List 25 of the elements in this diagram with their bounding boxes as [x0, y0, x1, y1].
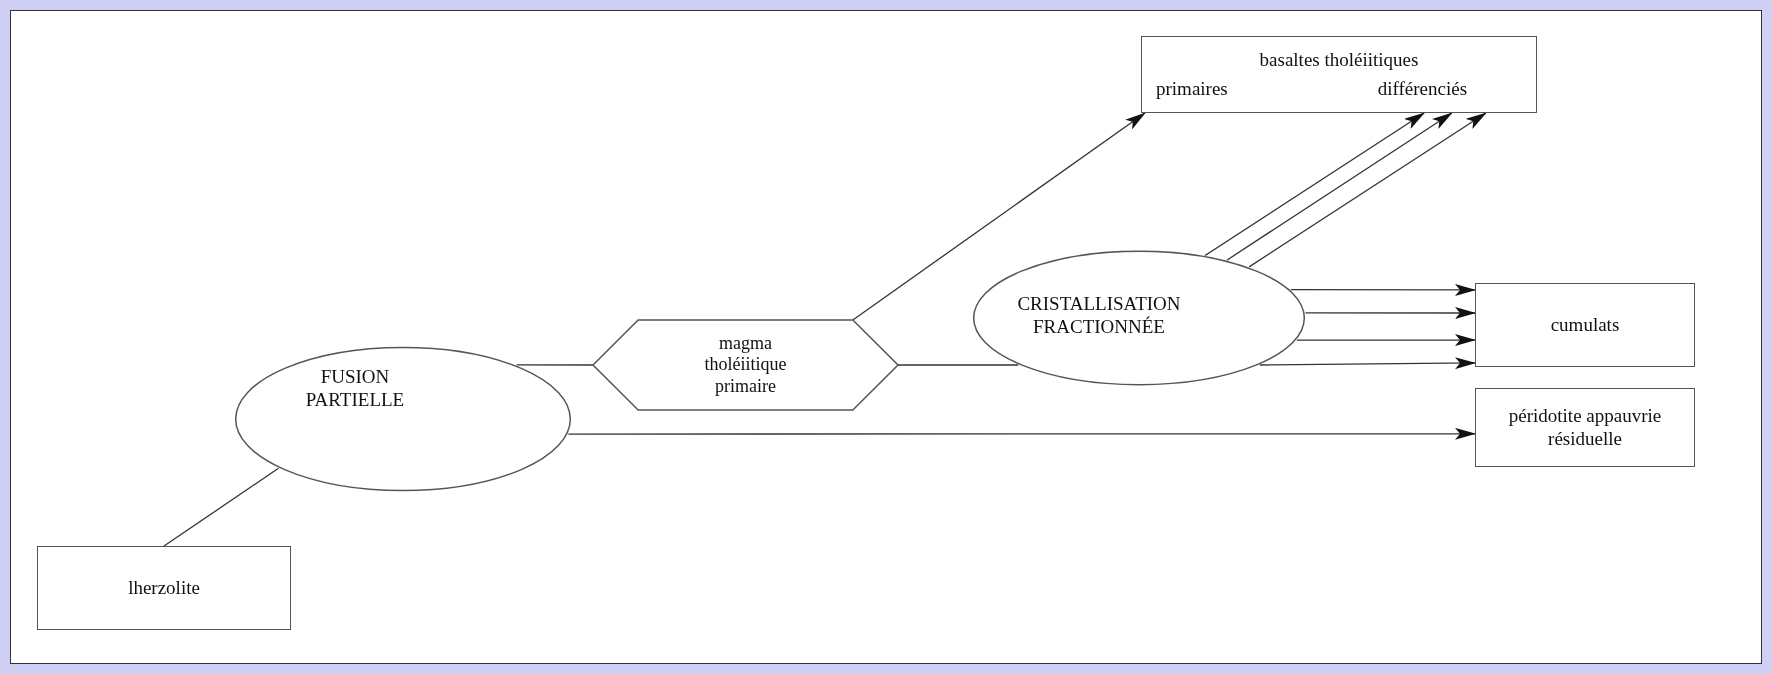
node-label: basaltes tholéiitiques — [1259, 49, 1419, 72]
node-label: lherzolite — [128, 576, 200, 600]
node-label: péridotite appauvrie résiduelle — [1507, 404, 1663, 451]
process-ellipse — [972, 250, 1306, 386]
process-box — [1141, 36, 1537, 113]
node-label: magma tholéiitique primaire — [703, 332, 788, 398]
node-label: CRISTALLISATION FRACTIONNÉE — [1016, 293, 1182, 339]
arrow — [567, 427, 1476, 440]
process-box — [1475, 388, 1695, 467]
arrow — [1304, 307, 1476, 319]
process-box — [37, 546, 291, 630]
arrow — [1204, 112, 1425, 257]
process-ellipse — [234, 346, 572, 492]
hexagon — [593, 320, 898, 410]
node-label: cumulats — [1550, 313, 1620, 337]
node-label: FUSION PARTIELLE — [304, 366, 406, 412]
arrow — [852, 112, 1146, 321]
arrow — [1248, 112, 1487, 268]
arrow — [1259, 357, 1476, 370]
arrow — [1290, 283, 1476, 296]
node-label: primaires — [1156, 77, 1228, 100]
arrow — [1226, 112, 1453, 261]
node-label: différenciés — [1377, 77, 1468, 100]
process-box — [1475, 283, 1695, 367]
arrow — [1296, 334, 1476, 347]
